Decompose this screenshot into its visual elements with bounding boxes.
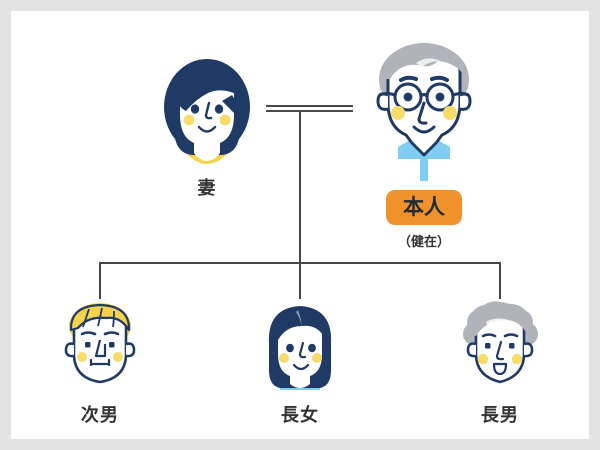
label-eldest-son: 長男 [480, 405, 520, 425]
node-wife[interactable]: 妻 [152, 49, 262, 200]
descent-line [299, 110, 301, 263]
man-gray-hair-glasses-avatar-icon [354, 29, 494, 192]
marriage-line-top [266, 105, 353, 107]
drop-line-second-son [99, 262, 101, 299]
badge-self: 本人 [386, 190, 462, 225]
label-second-son: 次男 [80, 405, 120, 425]
man-gray-curly-hair-avatar-icon [450, 296, 550, 392]
man-blond-hair-avatar-icon [50, 296, 150, 392]
drop-line-eldest-daughter [299, 262, 301, 299]
label-wife: 妻 [197, 178, 217, 198]
woman-navy-bob-avatar-icon [152, 49, 262, 169]
label-eldest-daughter: 長女 [280, 405, 320, 425]
node-eldest-son[interactable]: 長男 [450, 296, 550, 427]
sub-label-self: （健在） [397, 234, 450, 249]
drop-line-eldest-son [499, 262, 501, 299]
node-eldest-daughter[interactable]: 長女 [250, 296, 350, 427]
marriage-line-bottom [266, 110, 353, 112]
node-self[interactable]: 本人 （健在） [354, 29, 494, 250]
woman-long-navy-hair-avatar-icon [250, 296, 350, 392]
family-tree-canvas: 妻 [11, 11, 589, 439]
node-second-son[interactable]: 次男 [50, 296, 150, 427]
marriage-connector [266, 105, 353, 112]
